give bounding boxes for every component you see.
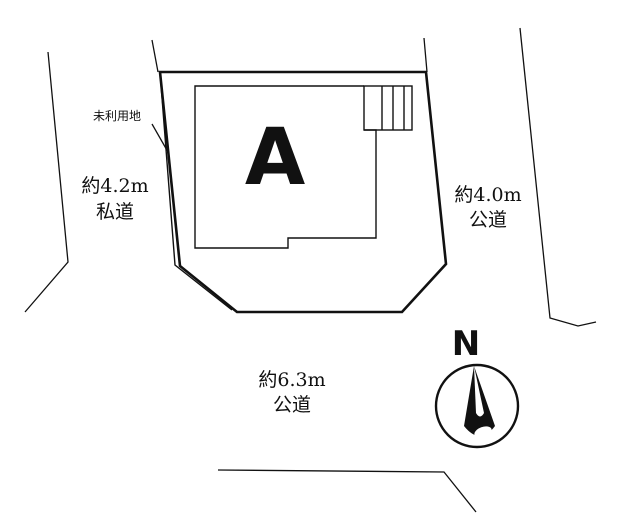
- east-road-type-label: 公道: [469, 209, 507, 231]
- lot-outline: [158, 70, 448, 314]
- unused-land-label: 未利用地: [93, 109, 141, 123]
- east-road-outer-edge: [519, 27, 597, 327]
- unused-land-strip: [159, 71, 233, 311]
- south-road-outer-edge: [217, 469, 477, 513]
- stair-box: [363, 85, 413, 131]
- lot-boundary: [158, 70, 448, 314]
- south-road-width-label: 約6.3m: [258, 369, 325, 391]
- north-compass: N: [434, 324, 520, 449]
- north-label: N: [452, 324, 480, 364]
- east-road-inner-edge: [423, 37, 428, 73]
- east-road-width-label: 約4.0m: [454, 184, 521, 206]
- compass-needle-highlight: [474, 366, 484, 417]
- road-edges: [24, 27, 597, 513]
- unused-land-leader: [151, 123, 169, 153]
- west-road-width-label: 約4.2m: [81, 175, 148, 197]
- compass-ring: [434, 363, 520, 449]
- compass-needle-tail: [474, 426, 492, 438]
- lot-label: A: [245, 113, 305, 203]
- south-road-type-label: 公道: [273, 394, 311, 416]
- west-road-outer-edge: [24, 51, 69, 313]
- west-road-inner-edge: [151, 39, 159, 73]
- west-road-type-label: 私道: [96, 201, 134, 223]
- building-footprint: [194, 85, 413, 249]
- building-outline: [194, 85, 377, 249]
